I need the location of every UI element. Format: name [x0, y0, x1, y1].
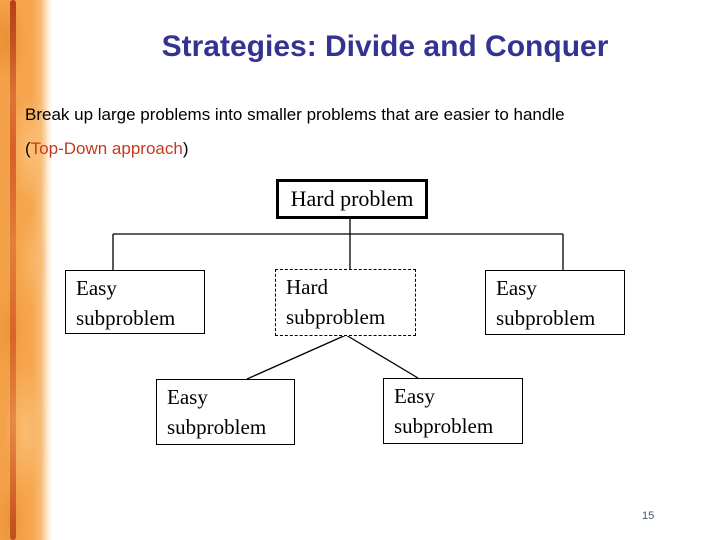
node-hard-problem: Hard problem	[276, 179, 428, 219]
node-easy-subproblem-bottom-left: Easy subproblem	[156, 379, 295, 445]
left-stripe-blotches	[0, 0, 46, 540]
approach-text: Top-Down approach	[30, 139, 183, 158]
body-text: Break up large problems into smaller pro…	[25, 105, 565, 124]
approach-note: (Top-Down approach)	[25, 139, 189, 159]
slide-title: Strategies: Divide and Conquer	[161, 30, 609, 63]
node-hard-subproblem: Hard subproblem	[275, 269, 416, 336]
node-easy-subproblem-left: Easy subproblem	[65, 270, 205, 334]
node-easy-subproblem-bottom-right: Easy subproblem	[383, 378, 523, 444]
left-stripe-red-streak	[10, 0, 16, 540]
paren-close: )	[182, 139, 189, 158]
page-number: 15	[642, 510, 655, 522]
node-easy-subproblem-right: Easy subproblem	[485, 270, 625, 335]
paren-open: (	[25, 139, 31, 158]
